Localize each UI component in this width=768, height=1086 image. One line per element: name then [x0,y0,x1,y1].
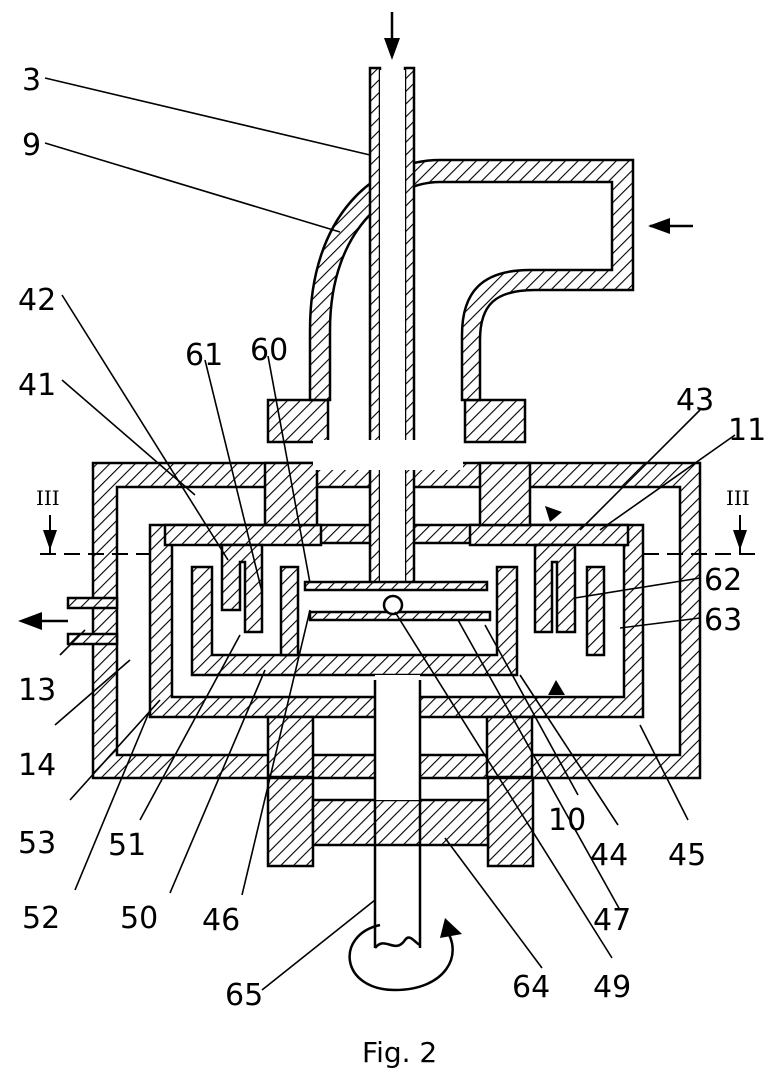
label-9: 9 [22,128,41,163]
arrow-10-head [548,680,565,695]
label-10: 10 [548,803,586,838]
lower-hub-left [268,717,313,777]
distributor-plate-upper [305,582,487,590]
section-marker-left: III [36,486,60,510]
label-42: 42 [18,283,56,318]
label-53: 53 [18,826,56,861]
upper-hub-right [480,463,530,525]
inflow-arrow-head [384,38,400,60]
label-50: 50 [120,901,158,936]
outlet-pipe-top [68,598,117,608]
inlet-pipe [310,160,633,400]
outflow-arrow-head [18,612,42,630]
figure-caption: Fig. 2 [362,1036,437,1069]
label-61: 61 [185,338,223,373]
label-64: 64 [512,970,550,1005]
label-13: 13 [18,673,56,708]
side-inflow-arrow-head [648,218,670,234]
bearing-block-left [268,778,313,866]
label-49: 49 [593,970,631,1005]
label-44: 44 [590,838,628,873]
label-47: 47 [593,903,631,938]
label-63: 63 [704,603,742,638]
rotor-fin-left [281,567,298,655]
label-51: 51 [108,828,146,863]
label-65: 65 [225,978,263,1013]
label-43: 43 [676,383,714,418]
label-46: 46 [202,903,240,938]
section-arrow-right [733,530,747,550]
stator-vane-right [535,545,575,632]
bearing-bridge [313,800,488,845]
rotor-fin-right [587,567,604,655]
upper-flange-right [465,400,525,442]
upper-hub-left [265,463,317,525]
label-3: 3 [22,63,41,98]
label-41: 41 [18,368,56,403]
rotation-arrow [350,925,453,990]
label-52: 52 [22,901,60,936]
label-11: 11 [728,413,766,448]
stator-vane-left [222,545,262,632]
cover-plate-left [165,525,321,545]
nozzle-ball [384,596,402,614]
feed-tube-right-wall [405,68,414,588]
label-14: 14 [18,748,56,783]
feed-tube-left-wall [370,68,380,588]
rotation-arrow-head [440,918,462,938]
cover-plate-right [470,525,628,545]
section-arrow-left [43,530,57,550]
label-60: 60 [250,333,288,368]
section-marker-right: III [726,486,750,510]
arrow-11-head [545,506,562,522]
label-62: 62 [704,563,742,598]
label-45: 45 [668,838,706,873]
